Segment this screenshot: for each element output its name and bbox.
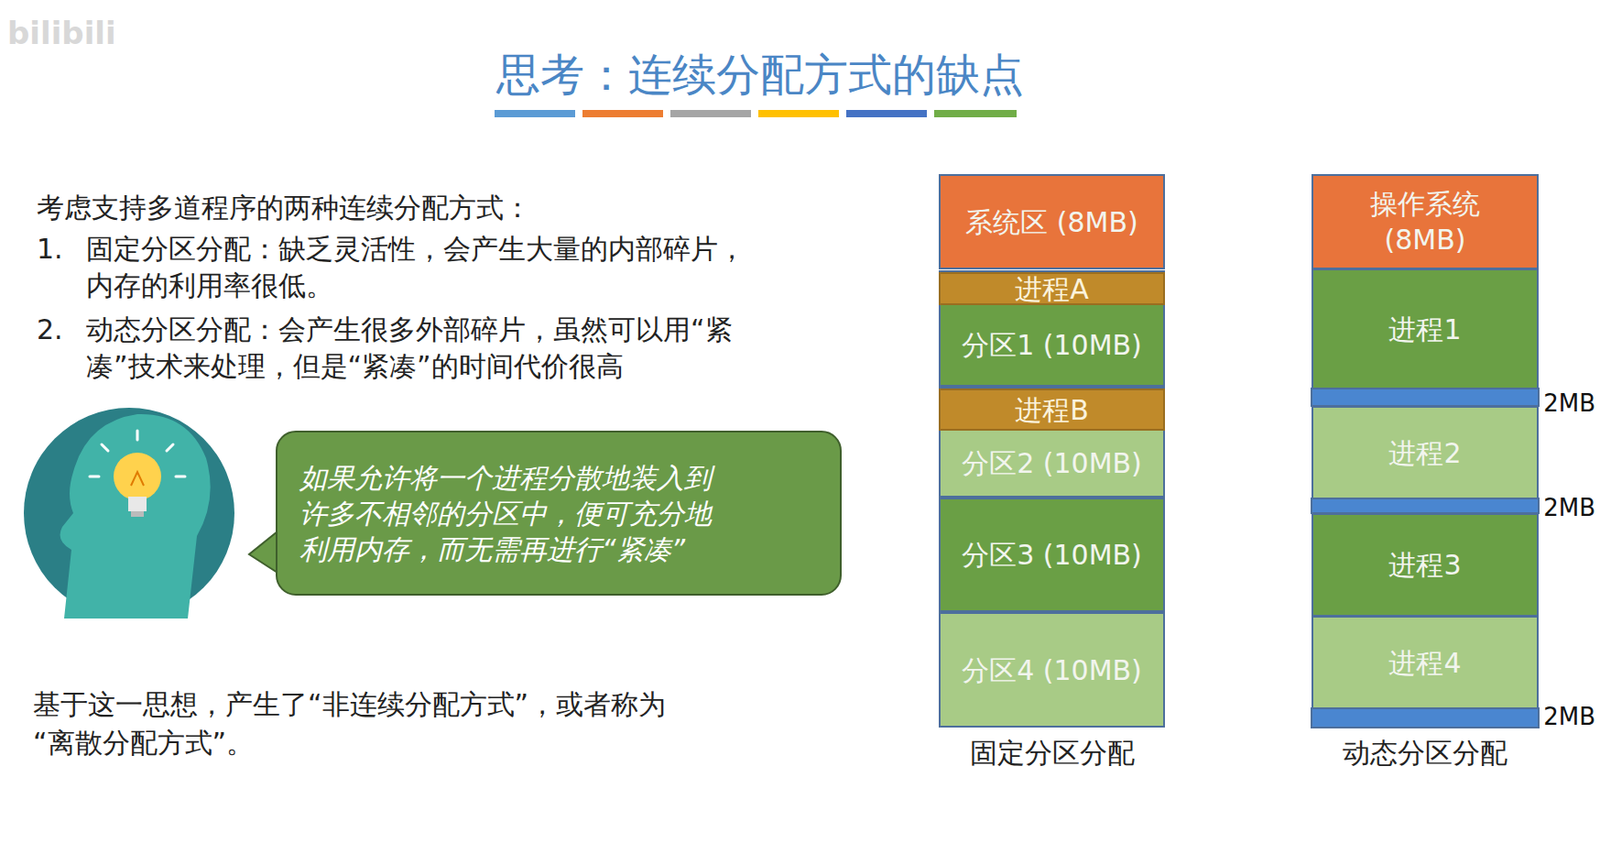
memory-block: 进程1 [1311,268,1539,390]
bar [670,109,752,118]
bar [934,109,1017,118]
memory-block: 分区2 (10MB) 进程B [938,386,1165,498]
process-band: 进程A [938,272,1165,305]
memory-block: 进程2 [1311,405,1539,500]
size-label: 2MB [1543,701,1596,733]
node-text: 分区2 (10MB) [961,445,1143,481]
bar [758,109,839,118]
node-text: 进程3 [1388,546,1461,583]
body-text: 2. [36,311,64,348]
node-text: 进程A [1014,271,1089,307]
body-text: 1. [36,230,64,267]
memory-block: 操作系统 (8MB) [1311,174,1539,270]
node-text: 进程1 [1388,311,1461,348]
callout-pointer [249,531,278,573]
body-text: 考虑支持多道程序的两种连续分配方式： [36,189,532,226]
free-gaps [1311,388,1539,728]
memory-block: 系统区 (8MB) [938,174,1165,270]
memory-block: 分区3 (10MB) [938,497,1165,612]
memory-column: 动态分区分配操作系统 (8MB)进程1进程2进程3进程4 [1311,174,1539,728]
node-text: 分区1 (10MB) [961,326,1143,363]
memory-block: 分区4 (10MB) [938,611,1165,728]
column-caption: 固定分区分配 [920,734,1184,773]
memory-column: 固定分区分配系统区 (8MB)分区1 (10MB)进程A分区2 (10MB)进程… [938,174,1165,728]
callout-box: 如果允许将一个进程分散地装入到许多不相邻的分区中，便可充分地利用内存，而无需再进… [275,430,842,596]
node-text: 进程B [1014,391,1089,428]
body-text: 动态分区分配：会产生很多外部碎片，虽然可以用“紧凑”技术来处理，但是“紧凑”的时… [86,311,754,385]
body-text: 固定分区分配：缺乏灵活性，会产生大量的内部碎片，内存的利用率很低。 [86,230,754,305]
process-band: 进程B [938,388,1165,431]
title: 思考：连续分配方式的缺点 [0,45,1521,105]
node-text: 进程2 [1388,435,1461,471]
column-caption: 动态分区分配 [1293,734,1557,773]
node-text: 分区4 (10MB) [961,652,1143,688]
memory-block: 进程3 [1311,512,1539,617]
bar [846,109,927,118]
node-text: 如果允许将一个进程分散地装入到许多不相邻的分区中，便可充分地利用内存，而无需再进… [299,459,723,567]
node-text: 系统区 (8MB) [965,204,1139,240]
watermark: bilibili [7,12,117,54]
node-text: 操作系统 (8MB) [1356,185,1494,258]
size-label: 2MB [1543,388,1596,420]
size-label: 2MB [1543,492,1596,524]
bar [494,109,576,118]
memory-block: 进程4 [1311,615,1539,709]
memory-block: 分区1 (10MB) 进程A [938,270,1165,387]
bar [582,109,664,118]
bulb-icon [23,407,235,619]
node-text: 进程4 [1388,644,1461,681]
body-text: 基于这一思想，产生了“非连续分配方式”，或者称为“离散分配方式”。 [32,685,701,762]
title-bars [494,109,1017,118]
node-text: 分区3 (10MB) [961,536,1143,573]
